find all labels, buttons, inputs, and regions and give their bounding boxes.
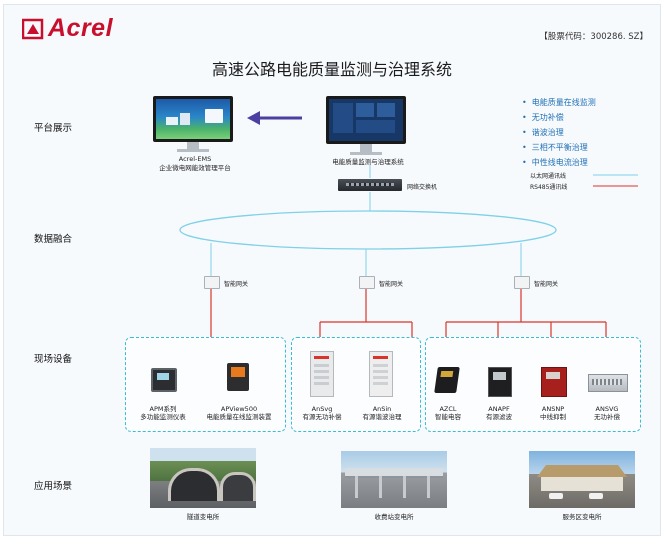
ems-monitor	[153, 96, 233, 156]
network-ellipse	[179, 210, 557, 250]
ansvg-cabinet	[310, 351, 334, 397]
anapf-device	[488, 367, 512, 397]
apm-description: 多功能监测仪表	[140, 413, 186, 421]
azcl-name: AZCL	[439, 405, 457, 413]
feature-list: 电能质量在线监测 无功补偿 谐波治理 三相不平衡治理 中性线电流治理	[522, 95, 596, 170]
feature-item: 谐波治理	[522, 125, 596, 140]
ansvg-module	[588, 374, 628, 392]
ansin-cabinet	[369, 351, 393, 397]
gateway-label: 智能网关	[379, 281, 404, 288]
ansin-description: 有源谐波治理	[362, 413, 402, 421]
anapf-description: 有源滤波	[486, 413, 512, 421]
azcl-capacitor	[434, 367, 460, 393]
feature-item: 电能质量在线监测	[522, 95, 596, 110]
stock-code: 【股票代码：300286. SZ】	[539, 32, 648, 42]
toll-station-photo	[341, 451, 447, 508]
service-area-photo	[529, 451, 635, 508]
ansvg2-description: 无功补偿	[594, 413, 620, 421]
apview-device	[227, 363, 249, 391]
ems-name: Acrel-EMS	[178, 155, 212, 163]
acrel-logo-icon	[22, 18, 44, 39]
brand: Acrel	[22, 14, 113, 43]
gateway-label: 智能网关	[534, 281, 559, 288]
network-switch	[338, 179, 402, 191]
scene-label: 隧道变电所	[186, 513, 220, 521]
scene-label: 服务区变电所	[562, 513, 602, 521]
arrow-icon	[247, 111, 302, 125]
gateway-icon	[514, 276, 530, 289]
ems-description: 企业微电网能效管理平台	[159, 164, 231, 172]
row-label-data: 数据融合	[34, 234, 73, 245]
tunnel-scene-photo	[150, 448, 256, 508]
anapf-name: ANAPF	[488, 405, 510, 413]
ansvg-name: AnSvg	[311, 405, 333, 413]
apview-name: APView500	[220, 405, 258, 413]
pq-monitor	[326, 96, 406, 166]
page-title: 高速公路电能质量监测与治理系统	[211, 60, 452, 79]
brand-name: Acrel	[48, 14, 114, 42]
row-label-platform: 平台展示	[34, 123, 73, 134]
apm-name: APM系列	[149, 405, 177, 413]
legend-rs485: RS485通讯线	[530, 184, 568, 191]
ansin-name: AnSin	[372, 405, 392, 413]
apview-description: 电能质量在线监测装置	[206, 413, 272, 421]
ansnp-device	[541, 367, 567, 397]
gateway-label: 智能网关	[224, 281, 249, 288]
legend-ethernet: 以太网通讯线	[530, 173, 567, 180]
ansvg-description: 有源无功补偿	[302, 413, 342, 421]
page-frame	[3, 4, 661, 536]
feature-item: 中性线电流治理	[522, 155, 596, 170]
ansvg2-name: ANSVG	[595, 405, 619, 413]
feature-item: 无功补偿	[522, 110, 596, 125]
pq-system-label: 电能质量监测与治理系统	[332, 158, 404, 166]
scene-label: 收费站变电所	[374, 513, 414, 521]
gateway-icon	[204, 276, 220, 289]
row-label-app: 应用场景	[34, 481, 73, 492]
gateway-icon	[359, 276, 375, 289]
ansnp-name: ANSNP	[541, 405, 565, 413]
switch-label: 网络交换机	[407, 184, 438, 191]
row-label-field: 现场设备	[34, 354, 73, 365]
azcl-description: 智能电容	[435, 413, 461, 421]
feature-item: 三相不平衡治理	[522, 140, 596, 155]
ansnp-description: 中线抑制	[540, 413, 566, 421]
apm-meter	[151, 368, 177, 392]
